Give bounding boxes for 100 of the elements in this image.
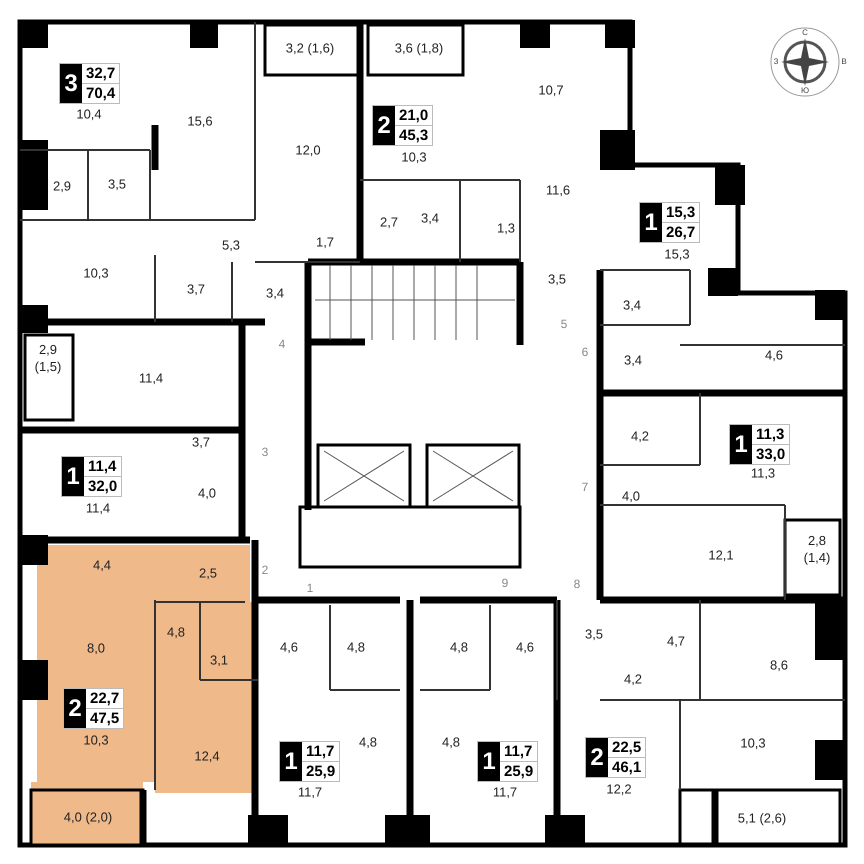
room-area: 10,7 bbox=[538, 80, 564, 100]
door-number: 7 bbox=[582, 479, 588, 496]
room-area: 12,4 bbox=[194, 746, 220, 766]
room-area: 4,6 bbox=[764, 345, 784, 365]
room-area: 3,7 bbox=[192, 432, 210, 452]
room-area: 12,0 bbox=[295, 140, 321, 160]
room-count: 3 bbox=[60, 64, 82, 103]
room-area: 4,7 bbox=[666, 631, 686, 651]
room-area: 5,3 bbox=[222, 235, 240, 255]
room-area: 3,5 bbox=[584, 624, 604, 644]
room-area: 4,8 bbox=[358, 732, 378, 752]
room-area: 4,0 (2,0) bbox=[64, 807, 112, 827]
room-area: 3,7 bbox=[186, 279, 206, 299]
apartment-badge bbox=[63, 688, 124, 729]
room-area: 4,0 bbox=[198, 483, 216, 503]
apartment-badge bbox=[639, 202, 700, 243]
room-area: 15,3 bbox=[664, 244, 690, 264]
room-area: 10,3 bbox=[740, 733, 766, 753]
door-number: 8 bbox=[574, 576, 580, 593]
room-count: 1 bbox=[730, 425, 752, 464]
room-area: 11,3 bbox=[750, 463, 776, 483]
room-area: 5,1 (2,6) bbox=[738, 808, 786, 828]
living-area: 21,0 bbox=[395, 106, 432, 126]
door-number: 9 bbox=[502, 575, 508, 592]
living-area: 32,7 bbox=[82, 64, 120, 84]
room-area: 4,6 bbox=[516, 637, 534, 657]
room-area: 4,0 bbox=[622, 486, 640, 506]
room-area: 3,5 bbox=[548, 269, 566, 289]
apartment-badge bbox=[279, 741, 340, 782]
room-area: 3,4 bbox=[420, 208, 440, 228]
room-count: 2 bbox=[64, 689, 86, 728]
compass-letter: В bbox=[841, 56, 847, 68]
living-area: 11,7 bbox=[302, 742, 340, 762]
compass-letter: Ю bbox=[800, 85, 810, 97]
room-area: 4,8 bbox=[450, 637, 468, 657]
room-area: 2,7 bbox=[380, 212, 398, 232]
room-area: 8,6 bbox=[770, 655, 788, 675]
apartment-badge bbox=[477, 741, 538, 782]
living-area: 22,5 bbox=[608, 738, 646, 758]
room-area: 3,4 bbox=[266, 283, 284, 303]
room-area: 2,8 (1,4) bbox=[795, 532, 839, 566]
apartment-badge bbox=[61, 456, 122, 497]
apartment-badge bbox=[729, 424, 790, 465]
living-area: 15,3 bbox=[662, 203, 700, 223]
living-area: 11,4 bbox=[84, 457, 122, 477]
door-number: 5 bbox=[560, 316, 568, 333]
total-area: 26,7 bbox=[662, 223, 700, 242]
room-area: 3,2 (1,6) bbox=[286, 38, 334, 58]
room-area: 10,3 bbox=[83, 730, 109, 750]
room-count: 2 bbox=[373, 106, 395, 145]
room-area: 10,4 bbox=[76, 104, 102, 124]
room-area: 10,3 bbox=[83, 263, 109, 283]
living-area: 11,7 bbox=[500, 742, 538, 762]
door-number: 6 bbox=[582, 344, 588, 361]
room-area: 8,0 bbox=[86, 638, 106, 658]
room-count: 1 bbox=[640, 203, 662, 242]
room-area: 11,7 bbox=[298, 782, 322, 802]
room-area: 1,7 bbox=[316, 232, 334, 252]
room-area: 3,6 (1,8) bbox=[394, 38, 444, 58]
total-area: 25,9 bbox=[500, 762, 538, 781]
door-number: 4 bbox=[278, 336, 286, 353]
room-area: 3,1 bbox=[210, 650, 228, 670]
room-area: 12,1 bbox=[708, 545, 734, 565]
total-area: 47,5 bbox=[86, 709, 124, 728]
living-area: 11,3 bbox=[752, 425, 790, 445]
room-area: 2,9 bbox=[52, 176, 72, 196]
room-area: 4,8 bbox=[166, 622, 186, 642]
room-area: 4,6 bbox=[280, 637, 298, 657]
room-area: 11,4 bbox=[86, 498, 110, 518]
room-area: 2,5 bbox=[198, 563, 218, 583]
room-area: 4,8 bbox=[346, 637, 366, 657]
room-area: 11,6 bbox=[546, 180, 570, 200]
room-area: 3,4 bbox=[622, 295, 642, 315]
total-area: 46,1 bbox=[608, 758, 646, 777]
room-area: 11,7 bbox=[492, 782, 518, 802]
room-count: 1 bbox=[478, 742, 500, 781]
room-count: 1 bbox=[280, 742, 302, 781]
apartment-badge bbox=[585, 737, 646, 778]
total-area: 45,3 bbox=[395, 126, 432, 145]
room-area: 4,2 bbox=[624, 669, 642, 689]
room-count: 1 bbox=[62, 457, 84, 496]
apartment-badge bbox=[59, 63, 120, 104]
living-area: 22,7 bbox=[86, 689, 124, 709]
room-area: 11,4 bbox=[138, 368, 164, 388]
door-number: 3 bbox=[262, 444, 268, 461]
compass-letter: С bbox=[802, 27, 808, 39]
total-area: 25,9 bbox=[302, 762, 340, 781]
apartment-badge bbox=[372, 105, 434, 146]
door-number: 1 bbox=[306, 580, 314, 597]
total-area: 32,0 bbox=[84, 477, 122, 496]
door-number: 2 bbox=[262, 562, 268, 579]
room-area: 4,8 bbox=[442, 732, 460, 752]
room-area: 4,4 bbox=[92, 555, 112, 575]
room-area: 3,5 bbox=[108, 174, 126, 194]
room-area: 12,2 bbox=[606, 779, 632, 799]
room-area: 1,3 bbox=[496, 218, 516, 238]
room-area: 3,4 bbox=[624, 350, 642, 370]
room-area: 2,9 (1,5) bbox=[26, 341, 70, 375]
room-area: 4,2 bbox=[630, 426, 650, 446]
total-area: 33,0 bbox=[752, 445, 790, 464]
